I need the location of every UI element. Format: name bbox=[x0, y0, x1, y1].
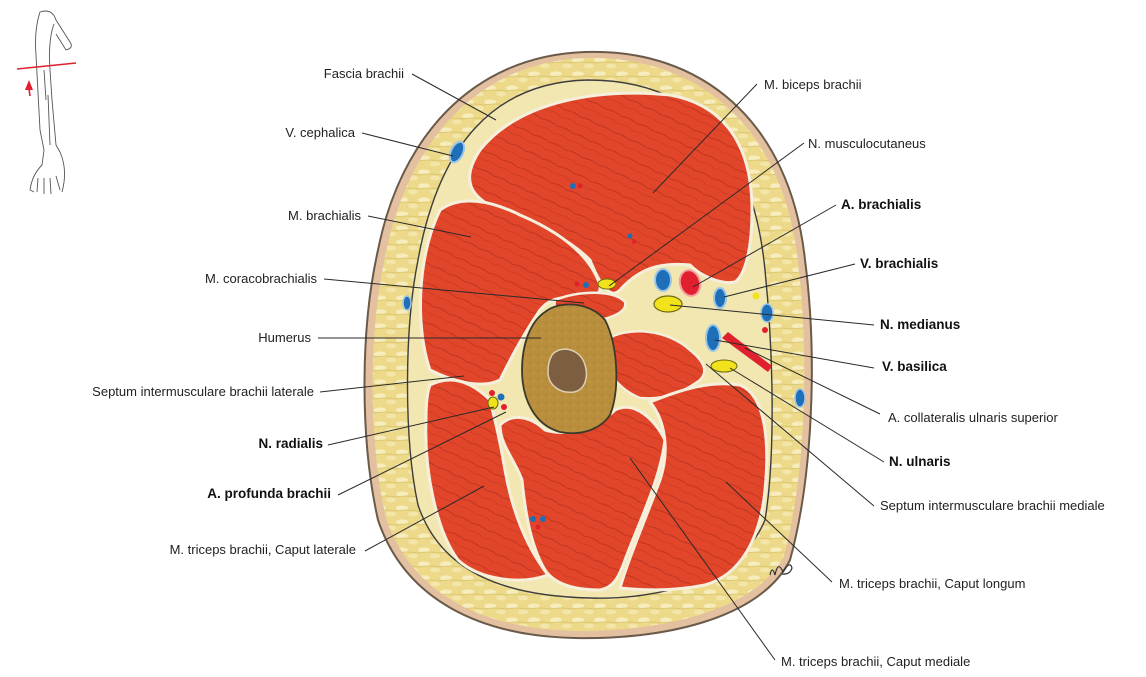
label-v-brachialis: V. brachialis bbox=[860, 256, 939, 271]
label-n-musculocutaneus: N. musculocutaneus bbox=[808, 136, 926, 151]
n-musculocutaneus-shape bbox=[597, 278, 617, 290]
leader-n-musculocutaneus bbox=[608, 142, 805, 287]
label-v-cephalica: V. cephalica bbox=[285, 125, 355, 140]
label-humerus: Humerus bbox=[258, 330, 311, 345]
v-brachialis-shape bbox=[713, 287, 727, 309]
label-n-ulnaris: N. ulnaris bbox=[889, 454, 951, 469]
leader-septum-lat bbox=[319, 375, 465, 393]
label-septum-intermusculare-mediale: Septum intermusculare brachii mediale bbox=[880, 498, 1105, 513]
leader-septum-med bbox=[705, 363, 875, 507]
leader-v-basilica bbox=[714, 339, 875, 369]
n-radialis-shape bbox=[487, 396, 499, 410]
neurovascular-structures bbox=[402, 140, 806, 530]
leader-biceps bbox=[652, 83, 758, 194]
v-cephalica-shape bbox=[448, 140, 466, 164]
m-triceps-caput-longum-shape bbox=[618, 382, 769, 592]
leader-n-medianus bbox=[669, 304, 875, 326]
label-v-basilica: V. basilica bbox=[882, 359, 947, 374]
label-a-brachialis: A. brachialis bbox=[841, 197, 922, 212]
leader-triceps-long bbox=[725, 481, 833, 583]
leader-triceps-med bbox=[629, 457, 776, 661]
label-n-medianus: N. medianus bbox=[880, 317, 961, 332]
lateral-vessel-shape bbox=[402, 295, 412, 311]
leader-n-radialis bbox=[327, 406, 495, 446]
n-ulnaris-shape bbox=[710, 359, 738, 373]
leader-v-brachialis bbox=[723, 263, 856, 298]
n-medianus-shape bbox=[653, 295, 683, 313]
label-m-coracobrachialis: M. coracobrachialis bbox=[205, 271, 317, 286]
label-m-biceps-brachii: M. biceps brachii bbox=[764, 77, 862, 92]
label-septum-intermusculare-laterale: Septum intermusculare brachii laterale bbox=[92, 384, 314, 399]
v-brachialis-medial-shape bbox=[654, 268, 672, 292]
label-a-collateralis-ulnaris-superior: A. collateralis ulnaris superior bbox=[888, 410, 1058, 425]
leader-v-cephalica bbox=[361, 132, 454, 157]
a-brachialis-shape bbox=[678, 269, 702, 297]
label-triceps-caput-laterale: M. triceps brachii, Caput laterale bbox=[169, 542, 356, 557]
m-triceps-medial-upper-shape bbox=[602, 330, 706, 400]
leader-fascia-brachii bbox=[411, 73, 497, 121]
leader-m-coracobrachialis bbox=[323, 278, 585, 304]
arm-section-locator-icon bbox=[16, 10, 77, 195]
leader-a-coll-uln-sup bbox=[744, 347, 881, 415]
leader-a-brachialis bbox=[692, 204, 837, 288]
a-coll-uln-sup-shape bbox=[722, 332, 772, 372]
label-triceps-caput-mediale: M. triceps brachii, Caput mediale bbox=[781, 654, 971, 669]
leader-m-brachialis bbox=[367, 215, 472, 238]
leader-triceps-lat bbox=[364, 485, 485, 552]
label-n-radialis: N. radialis bbox=[258, 436, 323, 451]
leader-n-ulnaris bbox=[729, 367, 885, 463]
label-triceps-caput-longum: M. triceps brachii, Caput longum bbox=[839, 576, 1026, 591]
label-a-profunda-brachii: A. profunda brachii bbox=[207, 486, 331, 501]
label-m-brachialis: M. brachialis bbox=[288, 208, 361, 223]
a-profunda-brachii-shape bbox=[501, 404, 507, 410]
label-fascia-brachii: Fascia brachii bbox=[323, 66, 404, 81]
leader-lines bbox=[318, 73, 885, 661]
leader-a-profunda bbox=[337, 411, 507, 496]
artist-signature bbox=[769, 564, 793, 576]
v-basilica-shape bbox=[705, 324, 721, 352]
marrow-cavity bbox=[547, 348, 588, 393]
